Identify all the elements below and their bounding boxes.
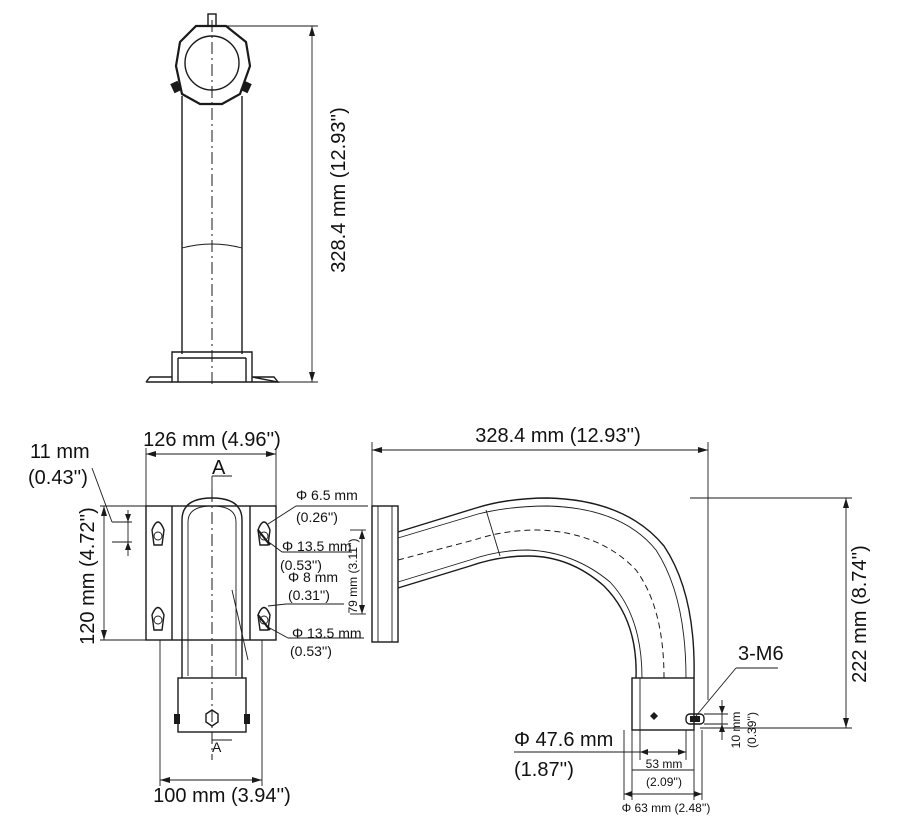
thread-label: 3-M6: [738, 643, 784, 665]
hole-11-mm: 11 mm: [30, 441, 90, 463]
side-10-mm: 10 mm: [729, 712, 743, 749]
side-length-label: 328.4 mm (12.93''): [475, 425, 641, 447]
phi8-in: (0.31''): [288, 587, 330, 603]
hole-11-in: (0.43''): [28, 467, 88, 489]
d53-in: (2.09''): [646, 775, 682, 789]
phi135a-mm: Φ 13.5 mm: [282, 538, 352, 554]
section-a-top: A: [212, 457, 226, 479]
phi135b-mm: Φ 13.5 mm: [292, 625, 362, 641]
front-width-label: 126 mm (4.96''): [143, 429, 281, 451]
bottom-width-label: 100 mm (3.94''): [153, 785, 291, 807]
phi8-mm: Φ 8 mm: [288, 569, 338, 585]
front-height-label: 120 mm (4.72''): [77, 507, 99, 645]
section-a-bottom: A: [212, 739, 222, 755]
front-view: 126 mm (4.96'') A A 11 mm (0.43''): [28, 429, 368, 807]
top-view: 328.4 mm (12.93''): [145, 13, 350, 384]
phi63-label: Φ 63 mm (2.48''): [622, 801, 711, 815]
phi476-mm: Φ 47.6 mm: [514, 729, 613, 751]
phi135b-in: (0.53''): [290, 643, 332, 659]
side-79-label: 79 mm (3.11''): [346, 538, 360, 613]
phi135a-in: (0.53''): [280, 557, 322, 573]
top-height-label: 328.4 mm (12.93''): [328, 107, 350, 273]
side-height-label: 222 mm (8.74''): [849, 545, 871, 683]
phi65-mm: Φ 6.5 mm: [296, 487, 358, 503]
side-10-in: (0.39''): [745, 712, 759, 748]
phi65-in: (0.26''): [296, 509, 338, 525]
side-view: 328.4 mm (12.93'') 222 mm (8.74'') 3-M6: [371, 425, 871, 815]
phi476-in: (1.87''): [514, 759, 574, 781]
d53-mm: 53 mm: [646, 757, 683, 771]
